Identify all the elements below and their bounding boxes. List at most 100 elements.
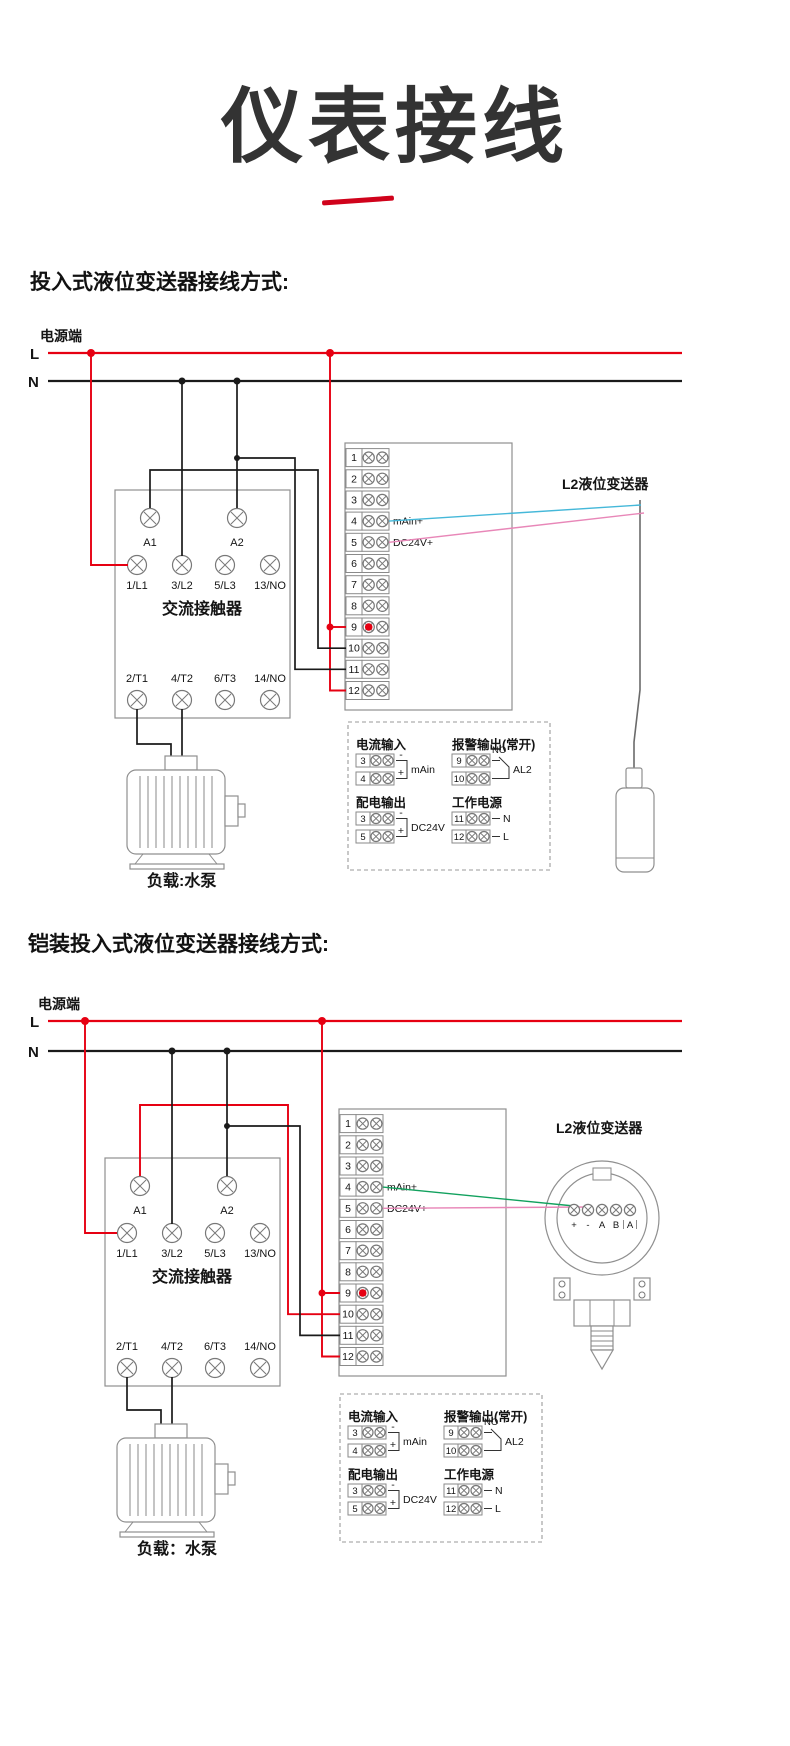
svg-text:A: A — [627, 1220, 634, 1231]
svg-text:13/NO: 13/NO — [244, 1248, 276, 1260]
svg-text:6/T3: 6/T3 — [204, 1341, 226, 1353]
load-label-1: 负载:水泵 — [147, 871, 216, 890]
svg-text:11: 11 — [349, 664, 360, 676]
a2-label: A2 — [220, 1205, 233, 1217]
level-probe — [615, 500, 655, 873]
svg-text:5: 5 — [352, 1504, 357, 1515]
alarm-output-title: 报警输出(常开) — [444, 1409, 527, 1424]
wire-l-to-t12 — [321, 1021, 340, 1358]
svg-text:9: 9 — [345, 1288, 351, 1300]
svg-text:4: 4 — [352, 1446, 357, 1457]
ac-contactor-2: A1 A2 1/L1 3/L2 5/L3 13/NO 交流接触器 2/T1 4/… — [104, 1157, 281, 1387]
signal-wire-cyan — [388, 504, 642, 522]
svg-text:N: N — [503, 813, 511, 825]
transmitter-label-2: L2液位变送器 — [556, 1120, 643, 1136]
contactor-name: 交流接触器 — [162, 599, 243, 618]
svg-text:11: 11 — [446, 1486, 456, 1497]
svg-text:-: - — [391, 1421, 395, 1433]
svg-text:10: 10 — [348, 643, 360, 655]
wire-a1-to-t10 — [149, 469, 346, 650]
signal-wire-magenta — [382, 1206, 589, 1209]
terminal-detail-2: 电流输入 3 - 4 + mAin 报警输出(常开) 9 10 NO AL2 配… — [339, 1393, 543, 1543]
svg-text:12: 12 — [446, 1504, 457, 1515]
svg-text:+: + — [398, 767, 404, 779]
wire-l-to-1l1 — [90, 353, 128, 566]
svg-text:7: 7 — [351, 579, 357, 591]
line-l-label: L — [30, 346, 39, 363]
svg-text:2: 2 — [351, 473, 357, 485]
svg-text:4/T2: 4/T2 — [171, 673, 193, 685]
wire-l-to-t12 — [329, 353, 346, 692]
section1-heading: 投入式液位变送器接线方式: — [30, 271, 289, 294]
svg-text:DC24V: DC24V — [411, 822, 445, 834]
svg-text:+: + — [390, 1497, 396, 1509]
svg-text:9: 9 — [351, 622, 357, 634]
alarm-output-title: 报警输出(常开) — [452, 737, 535, 752]
svg-text:4: 4 — [345, 1182, 351, 1194]
ac-contactor-1: A1 A2 1/L1 3/L2 5/L3 13/NO 交流接触器 2/T1 4/… — [114, 489, 291, 719]
wiring-diagram-submersible: 电源端 L N A1 A2 1/L1 3/L2 5/L3 13/NO 交流接触器… — [28, 328, 682, 890]
svg-text:AL2: AL2 — [505, 1436, 524, 1448]
svg-text:2/T1: 2/T1 — [116, 1341, 138, 1353]
working-power-title: 工作电源 — [444, 1467, 495, 1482]
signal-wire-green — [382, 1186, 575, 1207]
svg-text:2: 2 — [345, 1139, 351, 1151]
svg-text:10: 10 — [446, 1446, 457, 1457]
svg-text:4/T2: 4/T2 — [161, 1341, 183, 1353]
svg-text:5: 5 — [351, 537, 357, 549]
svg-text:-: - — [391, 1479, 395, 1491]
svg-text:3/L2: 3/L2 — [161, 1248, 182, 1260]
terminal-strip-2: 1 2 3 4 5 6 7 8 9 10 11 12 mAin+ DC24V+ — [338, 1108, 507, 1377]
power-source-label: 电源端 — [38, 996, 80, 1012]
power-rails-2: 电源端 L N — [28, 996, 682, 1061]
power-output-title: 配电输出 — [348, 1467, 398, 1482]
svg-text:9: 9 — [448, 1428, 453, 1439]
main-plus-label: mAin+ — [387, 1182, 417, 1194]
svg-text:1: 1 — [351, 452, 357, 464]
terminal-detail-1: 电流输入 3 - 4 + mAin 报警输出(常开) 9 10 NO AL2 配… — [347, 721, 551, 871]
line-l-label: L — [30, 1014, 39, 1031]
a1-label: A1 — [143, 537, 156, 549]
svg-text:3/L2: 3/L2 — [171, 580, 192, 592]
page-title: 仪表接线 — [220, 82, 569, 173]
svg-text:3: 3 — [351, 495, 357, 507]
svg-text:B: B — [613, 1220, 619, 1231]
svg-text:-: - — [586, 1220, 589, 1231]
svg-text:6: 6 — [345, 1224, 351, 1236]
svg-text:12: 12 — [454, 832, 465, 843]
line-n-label: N — [28, 374, 39, 391]
title-underline-mark — [321, 195, 395, 206]
svg-text:L: L — [503, 831, 509, 843]
pump-load-2: 负载：水泵 — [116, 1423, 236, 1558]
svg-text:13/NO: 13/NO — [254, 580, 286, 592]
wire-l-to-1l1 — [84, 1021, 117, 1234]
contactor-name: 交流接触器 — [152, 1267, 233, 1286]
svg-text:12: 12 — [342, 1351, 354, 1363]
a1-label: A1 — [133, 1205, 146, 1217]
svg-text:DC24V: DC24V — [403, 1494, 437, 1506]
svg-text:12: 12 — [348, 685, 360, 697]
svg-text:NO: NO — [492, 745, 506, 756]
svg-text:mAin: mAin — [411, 764, 435, 776]
terminal-strip-1: 1 2 3 4 5 6 7 8 9 10 11 12 mAin+ DC24V+ — [344, 442, 513, 711]
svg-text:3: 3 — [345, 1161, 351, 1173]
svg-text:4: 4 — [360, 774, 365, 785]
svg-text:+: + — [390, 1439, 396, 1451]
svg-text:11: 11 — [343, 1330, 354, 1342]
svg-text:10: 10 — [454, 774, 465, 785]
svg-text:1/L1: 1/L1 — [116, 1248, 137, 1260]
terminal-row: 1 2 3 4 5 6 7 8 9 10 11 12 — [339, 1114, 384, 1366]
svg-text:8: 8 — [345, 1266, 351, 1278]
svg-text:14/NO: 14/NO — [254, 673, 286, 685]
svg-text:1/L1: 1/L1 — [126, 580, 147, 592]
working-power-title: 工作电源 — [452, 795, 503, 810]
svg-text:+: + — [571, 1220, 577, 1231]
svg-text:5: 5 — [360, 832, 365, 843]
terminal-row: 1 2 3 4 5 6 7 8 9 10 11 12 — [345, 448, 390, 700]
svg-text:10: 10 — [342, 1309, 354, 1321]
svg-text:-: - — [399, 749, 403, 761]
pump-load-1: 负载:水泵 — [126, 755, 246, 890]
wiring-diagram-armored: 电源端 L N A1 A2 1/L1 3/L2 5/L3 13/NO 交流接触器… — [28, 996, 682, 1558]
main-plus-label: mAin+ — [393, 516, 423, 528]
svg-text:3: 3 — [360, 814, 365, 825]
